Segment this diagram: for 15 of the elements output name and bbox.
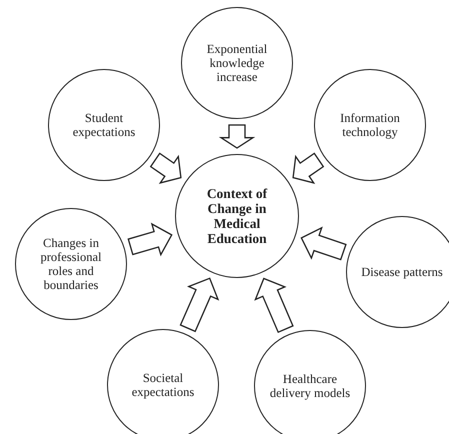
node-label: Disease patterns xyxy=(361,265,443,279)
node-label: Exponential knowledge increase xyxy=(206,42,268,84)
node-label: Societal expectations xyxy=(130,371,196,399)
block-arrow xyxy=(218,124,256,149)
block-arrow xyxy=(150,152,182,184)
node-label: Changes in professional roles and boundaries xyxy=(39,236,103,292)
block-arrow xyxy=(292,152,324,184)
node-label: Student expectations xyxy=(72,111,136,139)
block-arrow xyxy=(180,277,220,332)
block-arrow xyxy=(254,278,294,334)
block-arrow xyxy=(128,222,173,256)
node-label: Information technology xyxy=(339,111,401,139)
node-label: Context of Change in Medical Education xyxy=(206,186,268,246)
block-arrow xyxy=(300,226,347,260)
node-label: Healthcare delivery models xyxy=(268,372,352,400)
